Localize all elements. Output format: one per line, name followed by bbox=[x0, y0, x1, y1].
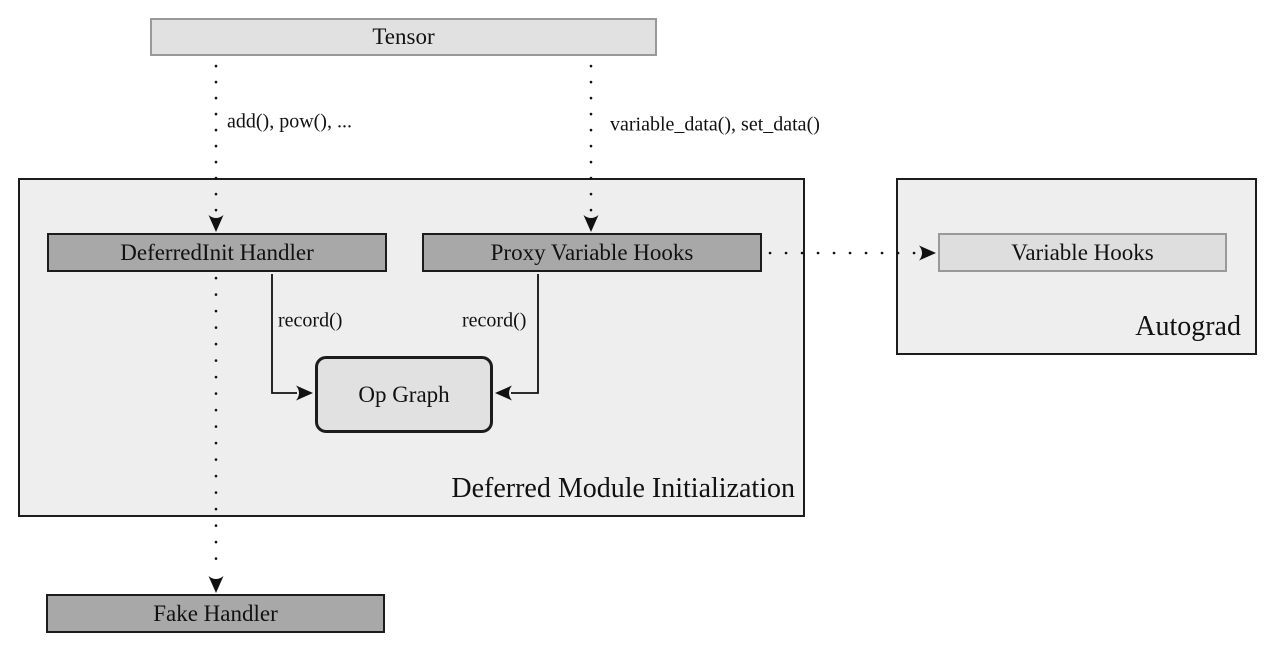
node-tensor-label: Tensor bbox=[372, 24, 435, 49]
node-op-graph-label: Op Graph bbox=[358, 381, 450, 407]
container-deferred-module-initialization: Deferred Module Initialization bbox=[18, 178, 805, 517]
node-proxy-variable-hooks: Proxy Variable Hooks bbox=[422, 233, 762, 272]
node-fake-handler-label: Fake Handler bbox=[153, 600, 278, 626]
edge-label-record-left: record() bbox=[278, 309, 343, 332]
node-variable-hooks-label: Variable Hooks bbox=[1011, 239, 1154, 265]
node-tensor: Tensor bbox=[150, 18, 657, 56]
node-proxy-variable-hooks-label: Proxy Variable Hooks bbox=[490, 239, 694, 265]
node-deferredinit-handler-label: DeferredInit Handler bbox=[120, 239, 314, 265]
edge-label-variable-data-set-data: variable_data(), set_data() bbox=[610, 113, 820, 136]
node-op-graph: Op Graph bbox=[315, 356, 493, 433]
edge-label-record-right: record() bbox=[462, 309, 527, 332]
container-label-deferred-module-initialization: Deferred Module Initialization bbox=[451, 473, 795, 504]
container-label-autograd: Autograd bbox=[1135, 311, 1241, 342]
node-deferredinit-handler: DeferredInit Handler bbox=[47, 233, 387, 272]
node-fake-handler: Fake Handler bbox=[46, 594, 385, 633]
node-variable-hooks: Variable Hooks bbox=[938, 233, 1227, 272]
arrowhead-deferredinit-to-fake-icon bbox=[208, 576, 224, 593]
edge-label-add-pow: add(), pow(), ... bbox=[227, 110, 352, 133]
